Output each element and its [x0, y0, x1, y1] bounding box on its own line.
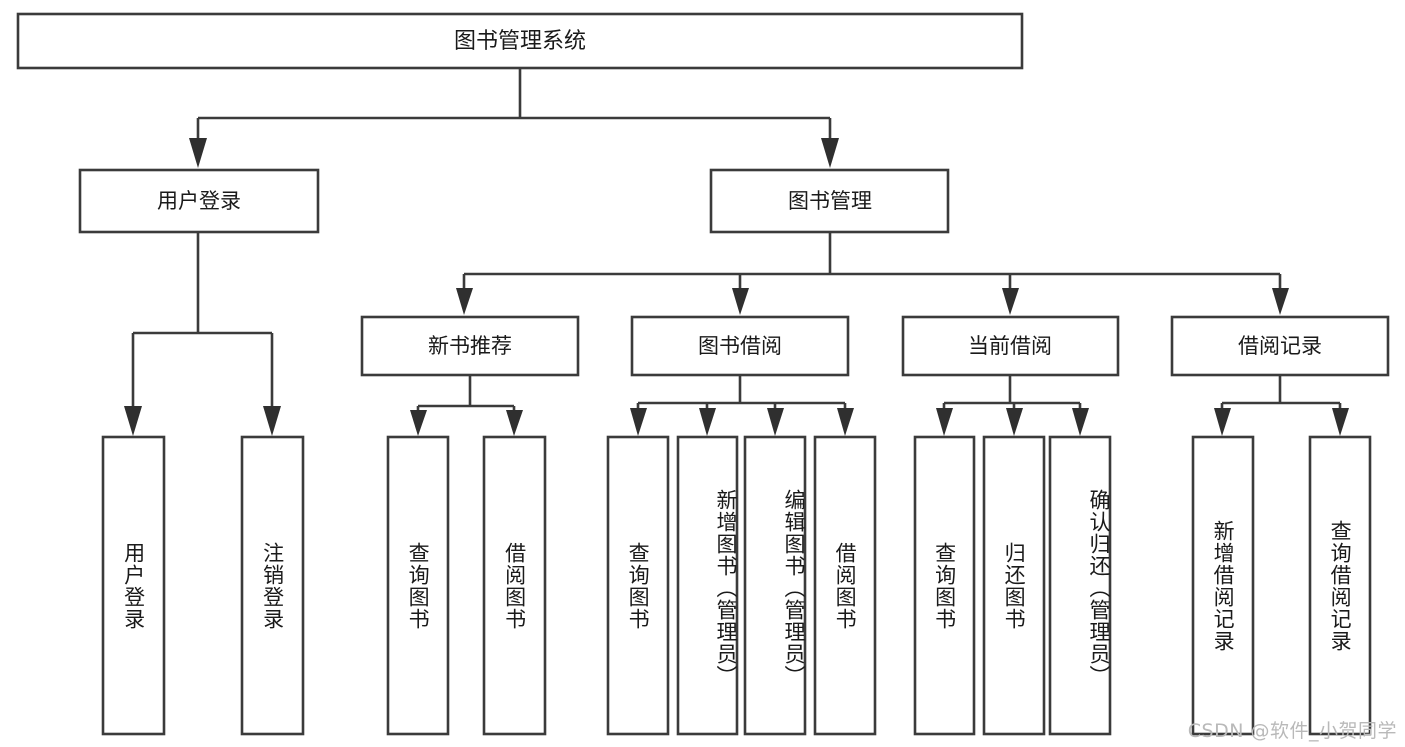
node-borrow-record-box[interactable]	[1170, 315, 1390, 377]
connectors-new-book-recommend-children	[410, 375, 523, 436]
arrow-head-leaf-add-book	[699, 408, 716, 436]
node-borrow-record-label: 借阅记录	[1238, 334, 1322, 358]
node-user-login-label: 用户登录	[157, 189, 241, 213]
arrow-head-borrow-record	[1272, 288, 1289, 315]
node-new-book-recommend-label: 新书推荐	[428, 334, 512, 358]
arrow-head-leaf-query-book-1	[410, 410, 427, 436]
node-leaf-user-login-box[interactable]	[101, 435, 166, 736]
node-new-book-recommend-box[interactable]	[360, 315, 580, 377]
arrow-head-leaf-add-record	[1214, 408, 1231, 436]
node-book-manage-box[interactable]	[709, 168, 950, 234]
connectors-root-level2	[189, 68, 839, 168]
connectors-user-login-children	[124, 232, 281, 436]
node-root-label: 图书管理系统	[454, 29, 586, 54]
arrow-head-leaf-borrow-book-1	[506, 410, 523, 436]
leaf-boxes	[101, 435, 1372, 736]
node-leaf-borrow-book-1-box[interactable]	[482, 435, 547, 736]
node-leaf-borrow-book-2-box[interactable]	[813, 435, 877, 736]
connectors-current-borrow-children	[936, 375, 1089, 436]
node-current-borrow-label: 当前借阅	[968, 334, 1052, 358]
arrow-head-current-borrow	[1002, 288, 1019, 315]
watermark-text: CSDN @软件_小贺同学	[1187, 720, 1397, 742]
node-leaf-add-book-box[interactable]	[676, 435, 739, 736]
node-leaf-logout-login-box[interactable]	[240, 435, 305, 736]
arrow-head-book-manage	[821, 138, 839, 168]
arrow-head-leaf-logout-login	[263, 406, 281, 436]
node-book-borrow-label: 图书借阅	[698, 334, 782, 358]
connectors-book-manage-children	[456, 232, 1289, 315]
node-current-borrow-box[interactable]	[901, 315, 1120, 377]
node-leaf-confirm-return-box[interactable]	[1048, 435, 1112, 736]
node-user-login[interactable]: 用户登录	[78, 168, 320, 234]
arrow-head-leaf-confirm-return	[1072, 408, 1089, 436]
connectors-book-borrow-children	[630, 375, 854, 436]
arrow-head-leaf-user-login	[124, 406, 142, 436]
node-leaf-query-book-3-box[interactable]	[913, 435, 976, 736]
arrow-head-leaf-query-book-2	[630, 408, 647, 436]
node-leaf-edit-book-box[interactable]	[743, 435, 807, 736]
node-borrow-record[interactable]: 借阅记录	[1170, 315, 1390, 377]
node-leaf-add-record-box[interactable]	[1191, 435, 1255, 736]
node-user-login-box[interactable]	[78, 168, 320, 234]
arrow-head-leaf-borrow-book-2	[837, 408, 854, 436]
arrow-head-leaf-query-record	[1332, 408, 1349, 436]
node-new-book-recommend[interactable]: 新书推荐	[360, 315, 580, 377]
node-current-borrow[interactable]: 当前借阅	[901, 315, 1120, 377]
node-leaf-return-book-box[interactable]	[982, 435, 1046, 736]
arrow-head-leaf-edit-book	[767, 408, 784, 436]
arrow-head-leaf-query-book-3	[936, 408, 953, 436]
connectors-borrow-record-children	[1214, 375, 1349, 436]
arrow-head-user-login	[189, 138, 207, 168]
arrow-head-leaf-return-book	[1006, 408, 1023, 436]
node-leaf-query-book-2-box[interactable]	[606, 435, 670, 736]
node-root-box[interactable]	[16, 12, 1024, 70]
arrow-head-new-book-recommend	[456, 288, 473, 315]
node-root[interactable]: 图书管理系统	[16, 12, 1024, 70]
node-book-manage[interactable]: 图书管理	[709, 168, 950, 234]
node-leaf-query-record-box[interactable]	[1308, 435, 1372, 736]
node-book-manage-label: 图书管理	[788, 189, 872, 213]
node-book-borrow[interactable]: 图书借阅	[630, 315, 850, 377]
node-leaf-query-book-1-box[interactable]	[386, 435, 450, 736]
arrow-head-book-borrow	[732, 288, 749, 315]
node-book-borrow-box[interactable]	[630, 315, 850, 377]
